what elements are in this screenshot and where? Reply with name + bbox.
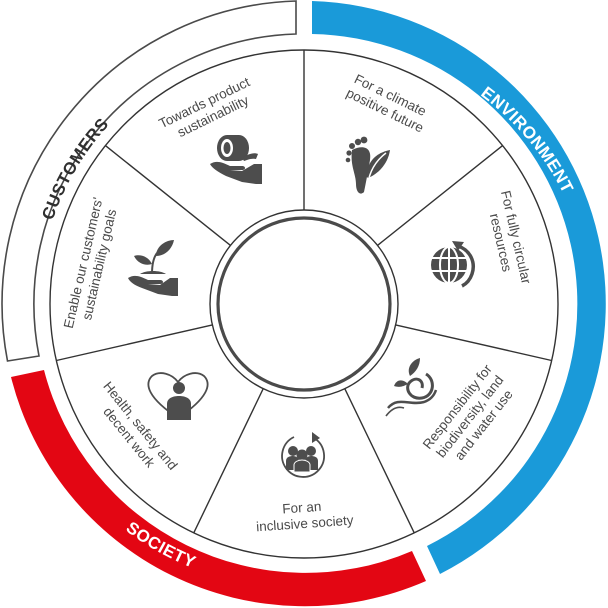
segment-circular-resources[interactable]: For fully circular resources <box>431 189 535 292</box>
footprint-leaf-icon <box>345 136 390 194</box>
people-group-circle-icon <box>281 432 325 478</box>
segment-label: For an inclusive society <box>255 497 355 535</box>
hand-holding-sprout-icon <box>128 240 178 296</box>
center-circle <box>216 216 392 392</box>
segment-inclusive-society[interactable]: For an inclusive society <box>255 432 355 534</box>
segment-dividers <box>56 50 552 534</box>
globe-circular-arrow-icon <box>431 241 475 288</box>
heart-person-icon <box>147 372 209 420</box>
swirl-leaf-water-icon <box>385 358 438 417</box>
hand-holding-tape-roll-icon <box>210 135 262 184</box>
